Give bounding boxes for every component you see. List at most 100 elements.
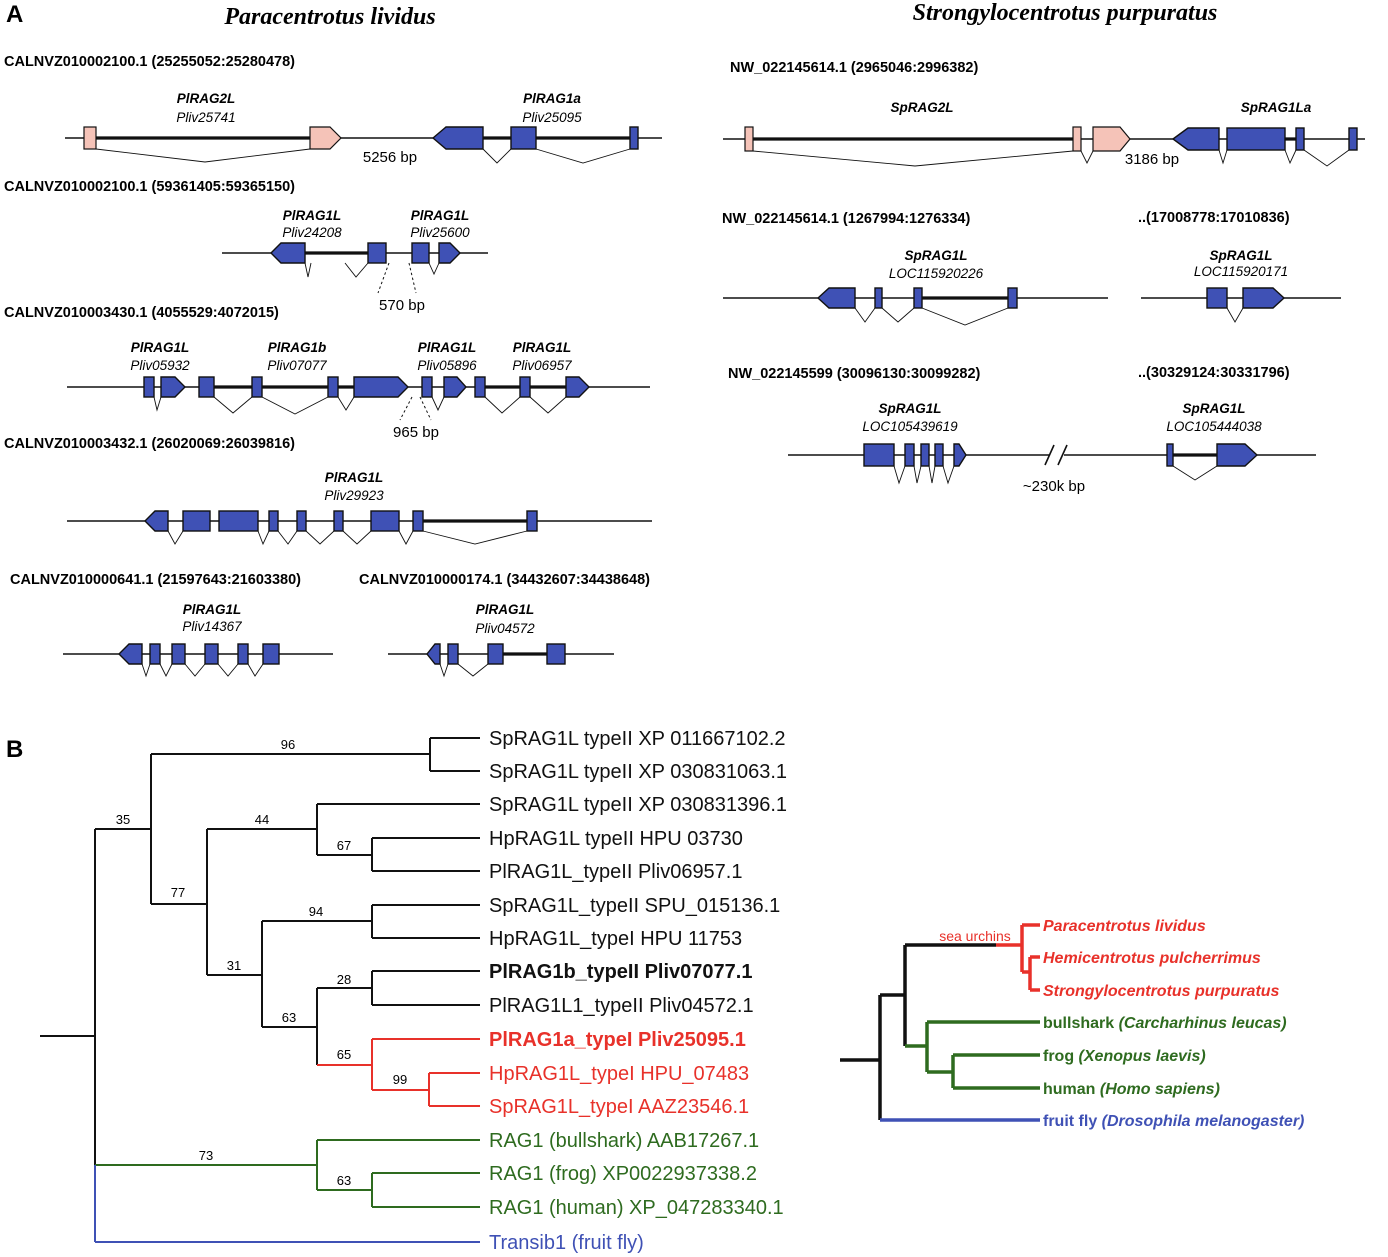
gene-id: Pliv29923 <box>324 488 384 503</box>
bootstrap-label: 73 <box>199 1148 213 1163</box>
distance-label: 965 bp <box>393 424 439 441</box>
locus-1: CALNVZ010002100.1 (25255052:25280478) Pl… <box>4 54 662 166</box>
rag1-exon <box>426 643 441 665</box>
rag2-exon <box>744 126 754 152</box>
distance-label: 570 bp <box>379 297 425 314</box>
locus-3: CALNVZ010003430.1 (4055529:4072015) PlRA… <box>4 305 650 441</box>
rag2-exon <box>309 126 342 150</box>
rag1-exon <box>431 126 484 150</box>
gene-id: Pliv05932 <box>130 358 190 373</box>
taxon-label: fruit fly (Drosophila melanogaster) <box>1043 1113 1304 1130</box>
gene-name: SpRAG1L <box>1182 401 1245 416</box>
leaf-label: RAG1 (bullshark) AAB17267.1 <box>489 1130 759 1152</box>
gene-id: Pliv24208 <box>282 225 342 240</box>
rag1-exon <box>1166 443 1174 467</box>
gene-name: PlRAG2L <box>177 91 236 106</box>
taxon-label: Strongylocentrotus purpuratus <box>1043 983 1280 1000</box>
gene-id: LOC115920226 <box>889 266 984 281</box>
bootstrap-label: 35 <box>116 812 130 827</box>
rag1-exon <box>237 643 249 665</box>
bootstrap-values: 96 35 44 67 77 94 31 28 63 65 99 73 63 <box>116 737 407 1188</box>
rag1-exon <box>904 443 915 467</box>
taxon-label: frog (Xenopus laevis) <box>1043 1048 1206 1065</box>
rag1-exon <box>118 643 143 665</box>
rag1-exon <box>913 287 923 309</box>
gene-id: Pliv25600 <box>410 225 470 240</box>
leaf-label: PlRAG1a_typeI Pliv25095.1 <box>489 1029 746 1051</box>
rag1-exon <box>421 376 433 398</box>
gene-name: PlRAG1L <box>513 340 572 355</box>
rag1-exon <box>144 510 169 532</box>
leaf-label: PlRAG1b_typeII Pliv07077.1 <box>489 961 752 983</box>
gene-id: Pliv06957 <box>512 358 572 373</box>
locus-label: CALNVZ010003430.1 (4055529:4072015) <box>4 305 279 321</box>
leaf-label: RAG1 (frog) XP0022937338.2 <box>489 1163 757 1185</box>
leaf-label: SpRAG1L typeII XP 030831396.1 <box>489 794 787 816</box>
clade-label: sea urchins <box>939 928 1011 944</box>
bootstrap-label: 65 <box>337 1047 351 1062</box>
sp-locus-3: NW_022145599 (30096130:30099282) ..(3032… <box>728 365 1316 495</box>
leaf-label: HpRAG1L_typeI HPU_07483 <box>489 1063 749 1085</box>
rag1-exon <box>565 376 590 398</box>
rag1-exon <box>443 376 467 398</box>
rag1-exon <box>198 376 215 398</box>
gene-id: Pliv14367 <box>182 619 242 634</box>
rag1-exon <box>474 376 486 398</box>
rag1-exon <box>874 287 883 309</box>
rag1-exon <box>546 643 566 665</box>
locus-label: CALNVZ010000174.1 (34432607:34438648) <box>359 572 650 588</box>
bootstrap-label: 99 <box>393 1072 407 1087</box>
locus-label: CALNVZ010002100.1 (25255052:25280478) <box>4 54 295 70</box>
rag1-exon <box>296 510 307 532</box>
rag1-exon <box>447 643 459 665</box>
rag1-exon <box>143 376 155 398</box>
gene-id: Pliv25095 <box>522 110 582 125</box>
rag1-exon <box>149 643 161 665</box>
bootstrap-label: 63 <box>282 1010 296 1025</box>
bootstrap-label: 28 <box>337 972 351 987</box>
leaf-label: PlRAG1L1_typeII Pliv04572.1 <box>489 995 754 1017</box>
leaf-label: SpRAG1L typeII XP 011667102.2 <box>489 728 786 750</box>
rag1-exon <box>519 376 531 398</box>
rag1-exon <box>251 376 263 398</box>
locus-label: CALNVZ010000641.1 (21597643:21603380) <box>10 572 301 588</box>
bootstrap-label: 77 <box>171 885 185 900</box>
leaf-label: SpRAG1L_typeII SPU_015136.1 <box>489 895 780 917</box>
locus-label: CALNVZ010003432.1 (26020069:26039816) <box>4 436 295 452</box>
rag1-exon <box>412 510 424 532</box>
gene-id: LOC105444038 <box>1166 419 1262 434</box>
rag1-exon <box>367 242 387 264</box>
rag1-exon <box>1216 443 1259 467</box>
locus-label: ..(17008778:17010836) <box>1138 210 1290 226</box>
locus-5: CALNVZ010000641.1 (21597643:21603380) Pl… <box>10 572 333 678</box>
gene-name: SpRAG1La <box>1241 100 1312 115</box>
locus-label: NW_022145599 (30096130:30099282) <box>728 366 981 382</box>
rag1-exon <box>1295 127 1305 151</box>
locus-label: NW_022145614.1 (2965046:2996382) <box>730 60 978 76</box>
panel-b-label: B <box>6 736 23 763</box>
gene-tree <box>40 737 480 1243</box>
locus-4: CALNVZ010003432.1 (26020069:26039816) Pl… <box>4 436 652 546</box>
rag1-exon <box>204 643 219 665</box>
bootstrap-label: 67 <box>337 838 351 853</box>
taxon-label: human (Homo sapiens) <box>1043 1081 1220 1098</box>
gene-name: PlRAG1b <box>268 340 327 355</box>
gene-id: Pliv07077 <box>267 358 327 373</box>
sp-locus-1: NW_022145614.1 (2965046:2996382) SpRAG2L… <box>723 60 1365 168</box>
gene-name: PlRAG1L <box>411 208 470 223</box>
distance-label: 5256 bp <box>363 149 417 166</box>
locus-label: NW_022145614.1 (1267994:1276334) <box>722 211 970 227</box>
rag2-exon <box>83 126 97 150</box>
rag1-exon <box>171 643 186 665</box>
gene-name: PlRAG1L <box>325 470 384 485</box>
panel-a-label: A <box>6 1 23 28</box>
gene-id: Pliv05896 <box>417 358 477 373</box>
rag1-exon <box>526 510 538 532</box>
leaf-label: RAG1 (human) XP_047283340.1 <box>489 1197 784 1219</box>
rag1-exon <box>934 443 944 467</box>
gene-name: PlRAG1a <box>523 91 581 106</box>
rag1-exon <box>218 510 259 532</box>
rag1-exon <box>816 287 856 309</box>
rag1-exon <box>370 510 400 532</box>
